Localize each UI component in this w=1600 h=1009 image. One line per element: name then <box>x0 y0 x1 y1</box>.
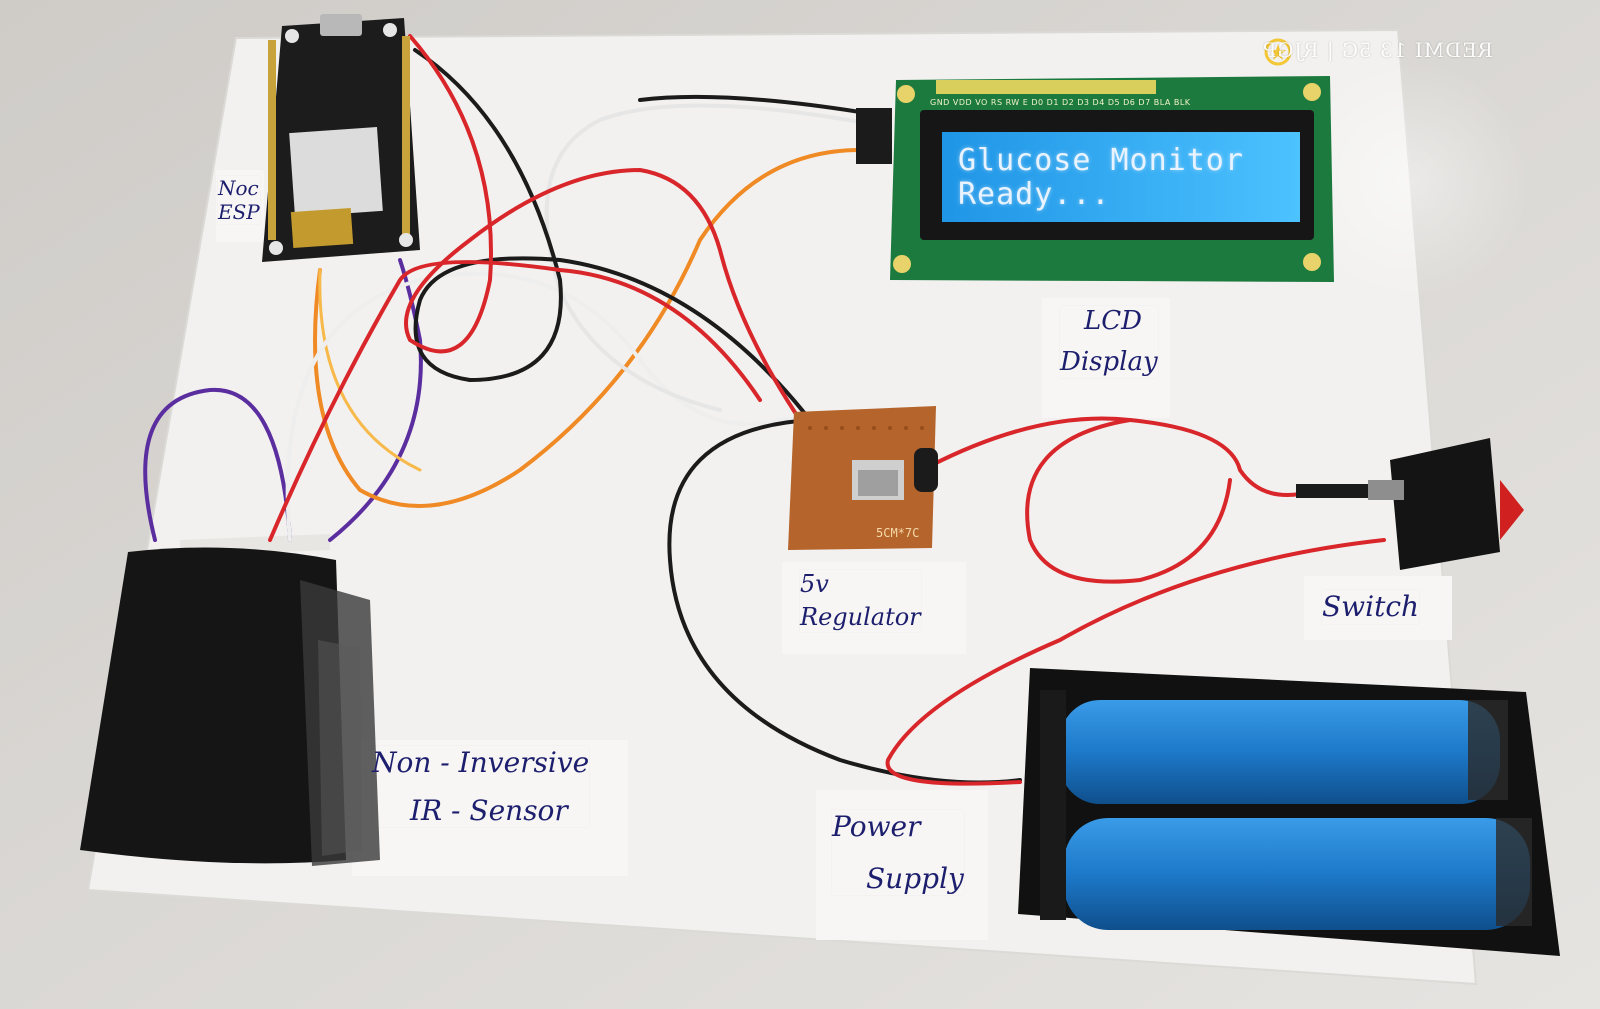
label-lcd: LCD Display <box>1060 306 1158 378</box>
watermark-logo-icon <box>1264 38 1292 66</box>
rocker-switch <box>1296 438 1524 570</box>
pcb-print: 5CM*7C <box>876 526 920 540</box>
label-lcd-line2: Display <box>1060 347 1158 378</box>
lcd-module <box>856 76 1334 282</box>
battery-holder <box>1018 668 1560 956</box>
regulator-pcb <box>788 406 938 550</box>
label-switch-text: Switch <box>1322 590 1420 623</box>
label-power-line2: Supply <box>866 861 964 895</box>
label-sensor: Non - Inversive IR - Sensor <box>372 746 589 827</box>
ir-sensor <box>80 534 380 866</box>
label-sensor-line1: Non - Inversive <box>372 746 590 779</box>
label-power-line1: Power <box>832 810 921 843</box>
label-card-power <box>816 790 988 940</box>
label-nodemcu-line2: ESP <box>218 200 260 224</box>
lcd-screen-text: Glucose Monitor Ready... <box>958 144 1244 212</box>
label-card-sensor <box>352 740 628 876</box>
label-power: Power Supply <box>832 810 964 895</box>
watermark: REDMI 13 5G | RJGP <box>1262 38 1493 62</box>
label-sensor-line2: IR - Sensor <box>410 793 568 827</box>
label-card-nodemcu <box>216 170 264 242</box>
label-nodemcu: Noc ESP <box>218 176 260 224</box>
label-regulator: 5v Regulator <box>800 570 921 632</box>
label-card-regulator <box>782 562 966 654</box>
label-card-lcd <box>1042 298 1170 418</box>
label-card-switch <box>1304 576 1452 640</box>
label-nodemcu-line1: Noc <box>218 176 259 200</box>
wires <box>143 34 1386 786</box>
lcd-pin-labels: GND VDD VO RS RW E D0 D1 D2 D3 D4 D5 D6 … <box>930 98 1191 107</box>
label-regulator-line2: Regulator <box>800 602 921 631</box>
nodemcu-board <box>262 14 420 262</box>
label-switch: Switch <box>1322 590 1419 624</box>
lcd-line-2: Ready... <box>958 177 1111 212</box>
label-regulator-line1: 5v <box>800 570 829 598</box>
lcd-line-1: Glucose Monitor <box>958 143 1244 178</box>
label-lcd-line1: LCD <box>1084 306 1143 336</box>
